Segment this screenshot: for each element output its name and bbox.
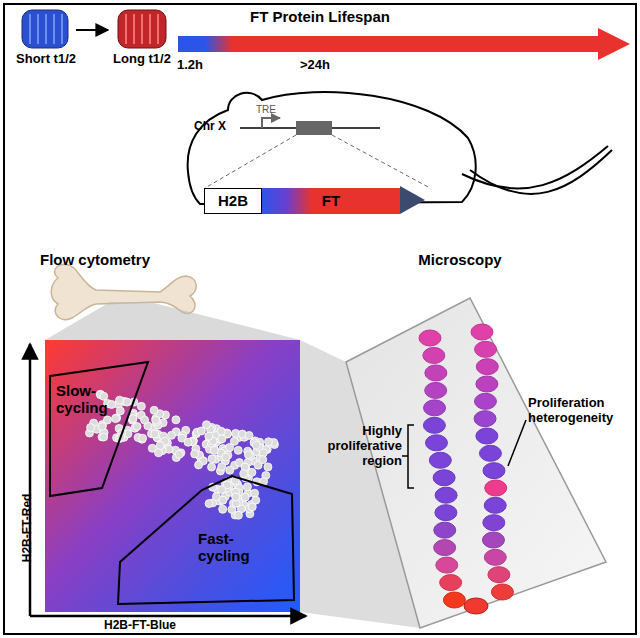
cell-chain [419, 324, 513, 614]
construct-label: FT [322, 192, 340, 209]
x-axis [30, 615, 306, 618]
mouse-tail [462, 146, 608, 189]
axis-label: H2B-FT-Blue [60, 619, 220, 633]
construct-box: FT [262, 188, 400, 214]
gate-label: Slow-cycling [56, 382, 120, 417]
gate-outline [48, 360, 150, 500]
construct-label: H2B [218, 192, 248, 209]
time-label: >24h [285, 58, 345, 73]
protein-label: Short t1/2 [8, 52, 84, 67]
dashed-line [332, 135, 430, 188]
dashed-line [205, 135, 296, 188]
bar-title: FT Protein Lifespan [220, 8, 420, 25]
frame [4, 4, 636, 634]
promoter-label: TRE [246, 104, 286, 116]
conversion-arrow [76, 29, 108, 31]
chromosome-label: Chr X [194, 120, 238, 134]
annotation: Proliferation heterogeneity [528, 396, 630, 426]
annotation: Highly proliferative region [314, 424, 402, 469]
construct-box: H2B [204, 188, 262, 214]
panel-title: Microscopy [400, 251, 520, 268]
gate-region: Fast-cycling [112, 472, 298, 608]
leader-line [508, 420, 526, 466]
protein-barrels [22, 10, 166, 48]
plot-area [45, 340, 300, 612]
gate-region: Slow-cycling [48, 360, 150, 500]
mouse-tail [470, 150, 612, 194]
promoter-arrow [262, 118, 280, 128]
construct-arrowhead [400, 186, 425, 214]
gate-label: Fast-cycling [198, 530, 268, 565]
time-label: 1.2h [160, 58, 220, 73]
panel-title: Flow cytometry [20, 251, 170, 268]
bracket [402, 425, 414, 488]
protein-label: Long t1/2 [104, 52, 180, 67]
gene-box [296, 121, 332, 135]
axis-label: H2B-FT-Red [21, 478, 35, 578]
zoom-wedge [45, 302, 300, 340]
lifespan-arrow [178, 28, 630, 60]
y-axis [29, 344, 32, 616]
